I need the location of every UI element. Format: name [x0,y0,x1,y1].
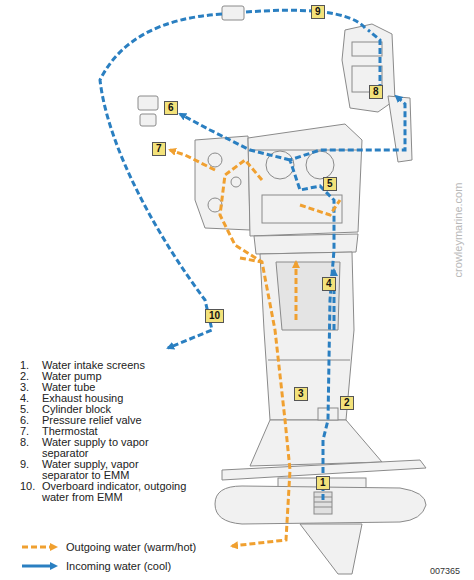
engine-parts-item [250,420,382,466]
list-item: Pressure relief valve [42,415,212,426]
engine-parts-item [388,96,412,162]
legend-row: Outgoing water (warm/hot) [20,540,196,554]
list-item: Water intake screens [42,360,212,371]
callout-number: 4 [322,277,336,291]
list-item: Thermostat [42,426,212,437]
engine-parts-item [352,42,382,56]
engine-parts-item [260,252,354,420]
list-number: 5. [20,404,29,415]
incoming-water-paths-item [368,30,380,90]
legend-text: Incoming water (cool) [66,560,171,572]
outgoing-water-paths [170,150,340,546]
legend-line [22,565,50,568]
callout-number: 2 [340,396,354,410]
list-item: Water supply, vapor separator to EMM [42,459,182,481]
incoming-water-paths-item [290,96,405,500]
engine-parts-item [314,502,332,503]
outgoing-water-paths-item [220,160,290,546]
engine-parts-item [248,124,362,236]
callout-number: 8 [369,85,383,99]
engine-parts-item [222,6,244,20]
incoming-water-paths-item [100,14,222,348]
list-number: 6. [20,415,29,426]
engine-parts-item [208,153,222,167]
incoming-water-paths-item [246,10,365,28]
engine-parts-item [262,195,342,223]
callout-number: 1 [316,476,330,490]
list-number: 8. [20,437,29,448]
watermark: crowleymarine.com [452,183,464,278]
legend-text: Outgoing water (warm/hot) [66,541,196,553]
list-number: 1. [20,360,29,371]
outgoing-water-paths-item [295,262,298,320]
engine-parts-item [140,114,156,126]
list-number: 7. [20,426,29,437]
engine-parts-item [254,234,358,254]
list-number: 10. [20,481,35,492]
callout-number: 5 [323,177,337,191]
engine-parts-item [138,96,158,110]
list-number: 9. [20,459,29,470]
callout-number: 9 [311,5,325,19]
callout-number: 6 [164,101,178,115]
legend-arrowhead [50,562,58,570]
legend-arrowhead [50,543,58,551]
incoming-water-paths-item [180,114,290,160]
legend-sample [20,561,60,571]
list-number: 4. [20,393,29,404]
list-item: Overboard indicator, outgoing water from… [42,481,207,503]
list-item: Water tube [42,382,212,393]
list-item: Cylinder block [42,404,212,415]
legend-line [22,546,50,549]
callout-number: 7 [152,142,166,156]
callout-number: 10 [205,309,224,323]
list-number: 2. [20,371,29,382]
legend-row: Incoming water (cool) [20,559,171,573]
engine-parts-item [306,151,334,179]
engine-parts-item [300,524,362,574]
engine-parts-item [231,177,241,187]
list-number: 3. [20,382,29,393]
list-item: Water supply to vapor separator [42,437,182,459]
figure-code: 007365 [430,566,460,576]
outgoing-water-paths-item [300,200,340,215]
engine-parts-item [268,360,350,361]
outgoing-water-paths-item [170,150,215,170]
callout-number: 3 [294,387,308,401]
list-item: Exhaust housing [42,393,212,404]
engine-parts-item [314,507,332,508]
list-item: Water pump [42,371,212,382]
outgoing-water-paths-item [240,258,262,262]
engine-parts-item [215,486,426,524]
legend-sample [20,542,60,552]
engine-parts-item [342,24,395,112]
